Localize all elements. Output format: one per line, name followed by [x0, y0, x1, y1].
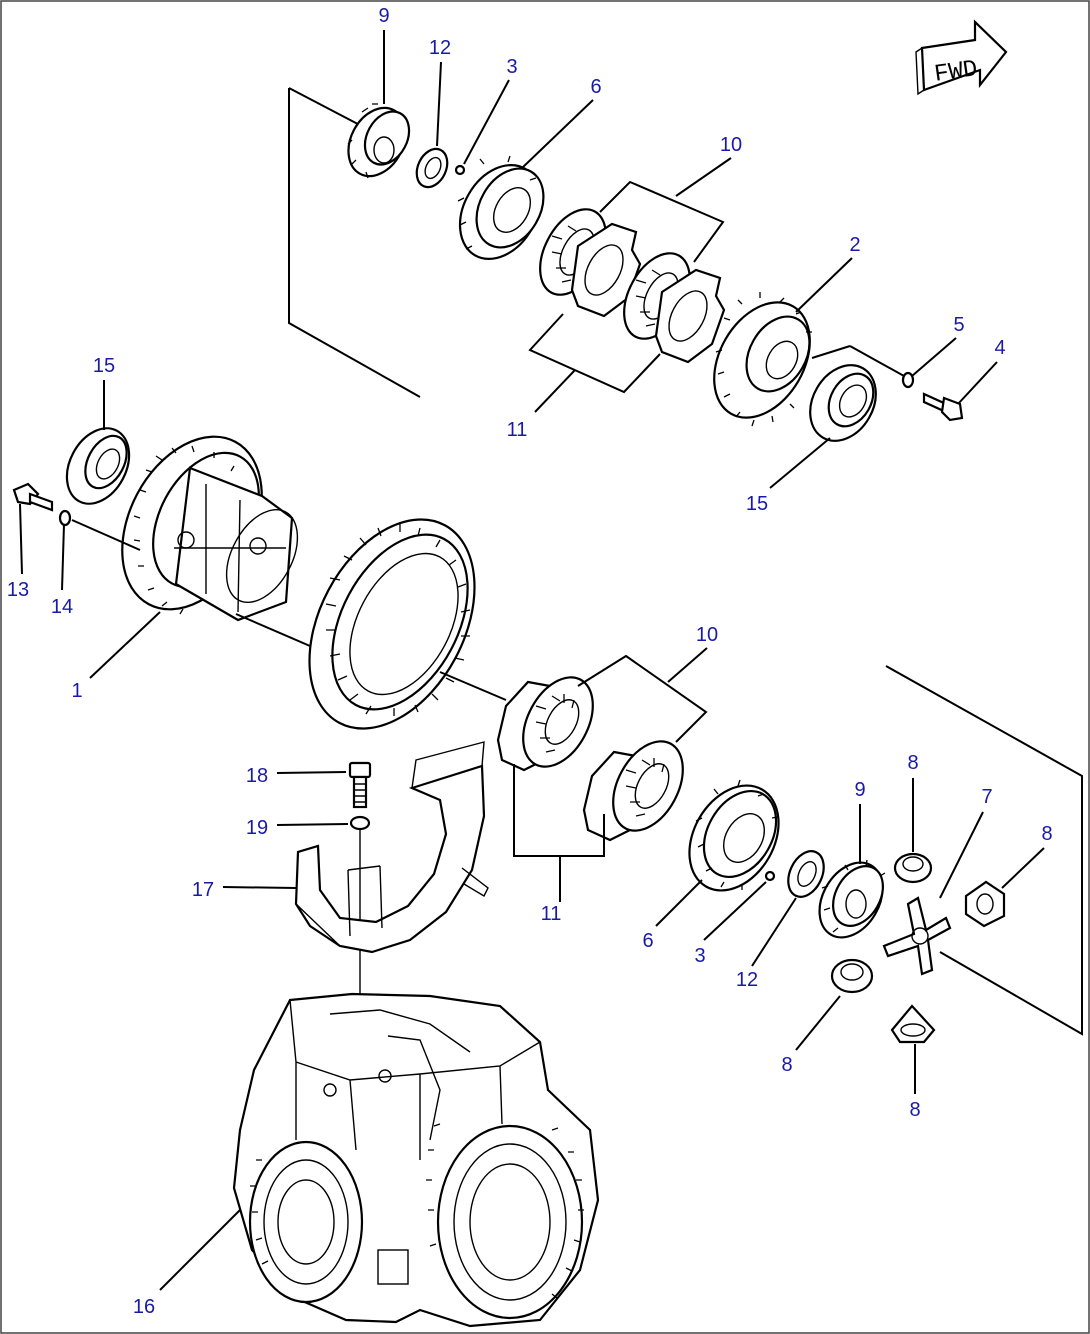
callout-label: 7 — [981, 786, 992, 808]
washer-14 — [58, 509, 72, 527]
bearing-left — [65, 427, 131, 505]
callout-label: 17 — [192, 879, 214, 901]
side-gear-2 — [713, 292, 812, 427]
callout-label: 19 — [246, 817, 268, 839]
bracket-10-upper — [599, 157, 732, 263]
callout-label: 8 — [909, 1099, 920, 1121]
bolt-13 — [12, 482, 54, 512]
callout-label: 15 — [746, 493, 768, 515]
callout-label: 3 — [694, 945, 705, 967]
axis-guide-left — [71, 519, 141, 551]
axis-guide-right — [439, 671, 507, 701]
callout-label: 1 — [71, 680, 82, 702]
clutch-disc-pack-upper — [539, 208, 726, 364]
clutch-disc-pack-lower — [496, 676, 684, 842]
callout-label: 6 — [642, 930, 653, 952]
callout-label: 12 — [429, 37, 451, 59]
guard-17 — [294, 741, 489, 954]
side-gear-upper — [347, 103, 411, 179]
bracket-10-lower — [577, 647, 708, 743]
pinion-8-left — [830, 958, 874, 994]
differential-case — [121, 435, 299, 622]
spider-7 — [882, 896, 952, 976]
callout-label: 16 — [133, 1296, 155, 1318]
callout-label: 8 — [781, 1054, 792, 1076]
washer-5 — [901, 371, 915, 389]
callout-label: 8 — [1041, 823, 1052, 845]
callout-label: 6 — [590, 76, 601, 98]
bracket-11-lower — [513, 764, 605, 902]
callout-label: 5 — [953, 314, 964, 336]
side-gear-lower — [818, 859, 886, 939]
lower-explode-bracket — [885, 665, 1083, 1036]
callout-label: 9 — [378, 5, 389, 27]
plate-case-lower — [688, 779, 780, 892]
callout-label: 4 — [994, 337, 1005, 359]
thrust-washer-lower — [787, 850, 825, 898]
bracket-11-upper — [528, 313, 661, 413]
washer-19 — [349, 815, 371, 831]
pin-upper — [454, 164, 466, 176]
callout-label: 15 — [93, 355, 115, 377]
bearing-right — [809, 364, 877, 442]
callout-label: 18 — [246, 765, 268, 787]
callout-label: 13 — [7, 579, 29, 601]
leader-lines — [19, 30, 1045, 1291]
axle-housing-16 — [232, 992, 600, 1328]
pinion-8-right — [964, 880, 1006, 928]
callout-label: 12 — [736, 969, 758, 991]
bolt-4 — [922, 392, 964, 422]
pinion-8-bottom — [890, 1004, 936, 1044]
part2-guide-b — [849, 345, 905, 377]
pinion-8-top — [893, 852, 933, 884]
ring-gear — [308, 518, 476, 730]
plate-case-upper — [457, 155, 545, 260]
callout-label: 9 — [854, 779, 865, 801]
callout-label: 11 — [541, 903, 562, 925]
callout-label: 10 — [720, 134, 742, 156]
thrust-washer-upper — [415, 147, 449, 189]
axis-guide-mid — [235, 613, 311, 647]
part2-guide — [811, 345, 851, 359]
callout-label: 3 — [506, 56, 517, 78]
fwd-label: FWD — [933, 56, 980, 89]
fwd-arrow-icon: FWD — [915, 19, 1008, 96]
pin-lower — [764, 870, 776, 882]
bolt-18 — [348, 761, 372, 809]
callout-label: 11 — [507, 419, 528, 441]
callout-label: 2 — [849, 234, 860, 256]
callout-label: 10 — [696, 624, 718, 646]
callout-label: 14 — [51, 596, 73, 618]
callout-label: 8 — [907, 752, 918, 774]
